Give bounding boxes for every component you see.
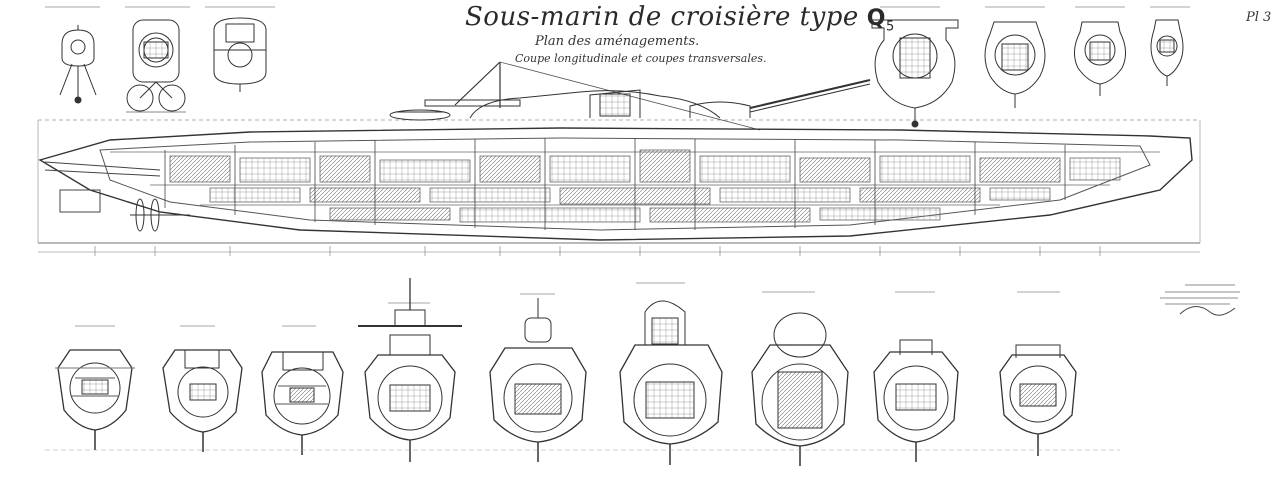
bottom-sections: [45, 278, 1120, 466]
signature-block: [1160, 284, 1240, 316]
cross-section-a: [55, 349, 135, 450]
cross-section-d: [358, 278, 462, 462]
section-stern-3: [1074, 21, 1126, 96]
drawing-subtitle: Plan des aménagements.: [535, 34, 700, 49]
plate-number: Pl 3: [1246, 10, 1272, 25]
cross-section-b: [162, 349, 243, 452]
cross-section-h: [873, 339, 959, 462]
drawing-title-code: Q5: [866, 6, 895, 35]
drawing-subtitle-2: Coupe longitudinale et coupes transversa…: [515, 52, 767, 65]
cross-section-g: [751, 312, 849, 466]
section-stern-4: [1150, 19, 1184, 86]
top-right-sections: [871, 6, 1190, 128]
cross-section-i: [999, 344, 1077, 456]
drawing-title-text: Sous-marin de croisière type: [465, 2, 859, 32]
longitudinal-section: [37, 61, 1201, 256]
section-stern-2: [984, 21, 1046, 108]
section-bow-2: [126, 19, 186, 113]
section-bow-3: [213, 17, 267, 92]
section-bow-1: [59, 25, 97, 104]
cross-section-c: [261, 351, 344, 455]
cross-section-e: [489, 298, 587, 462]
top-left-sections: [45, 6, 275, 113]
cross-section-f: [619, 300, 723, 465]
section-stern-1: [871, 19, 959, 128]
